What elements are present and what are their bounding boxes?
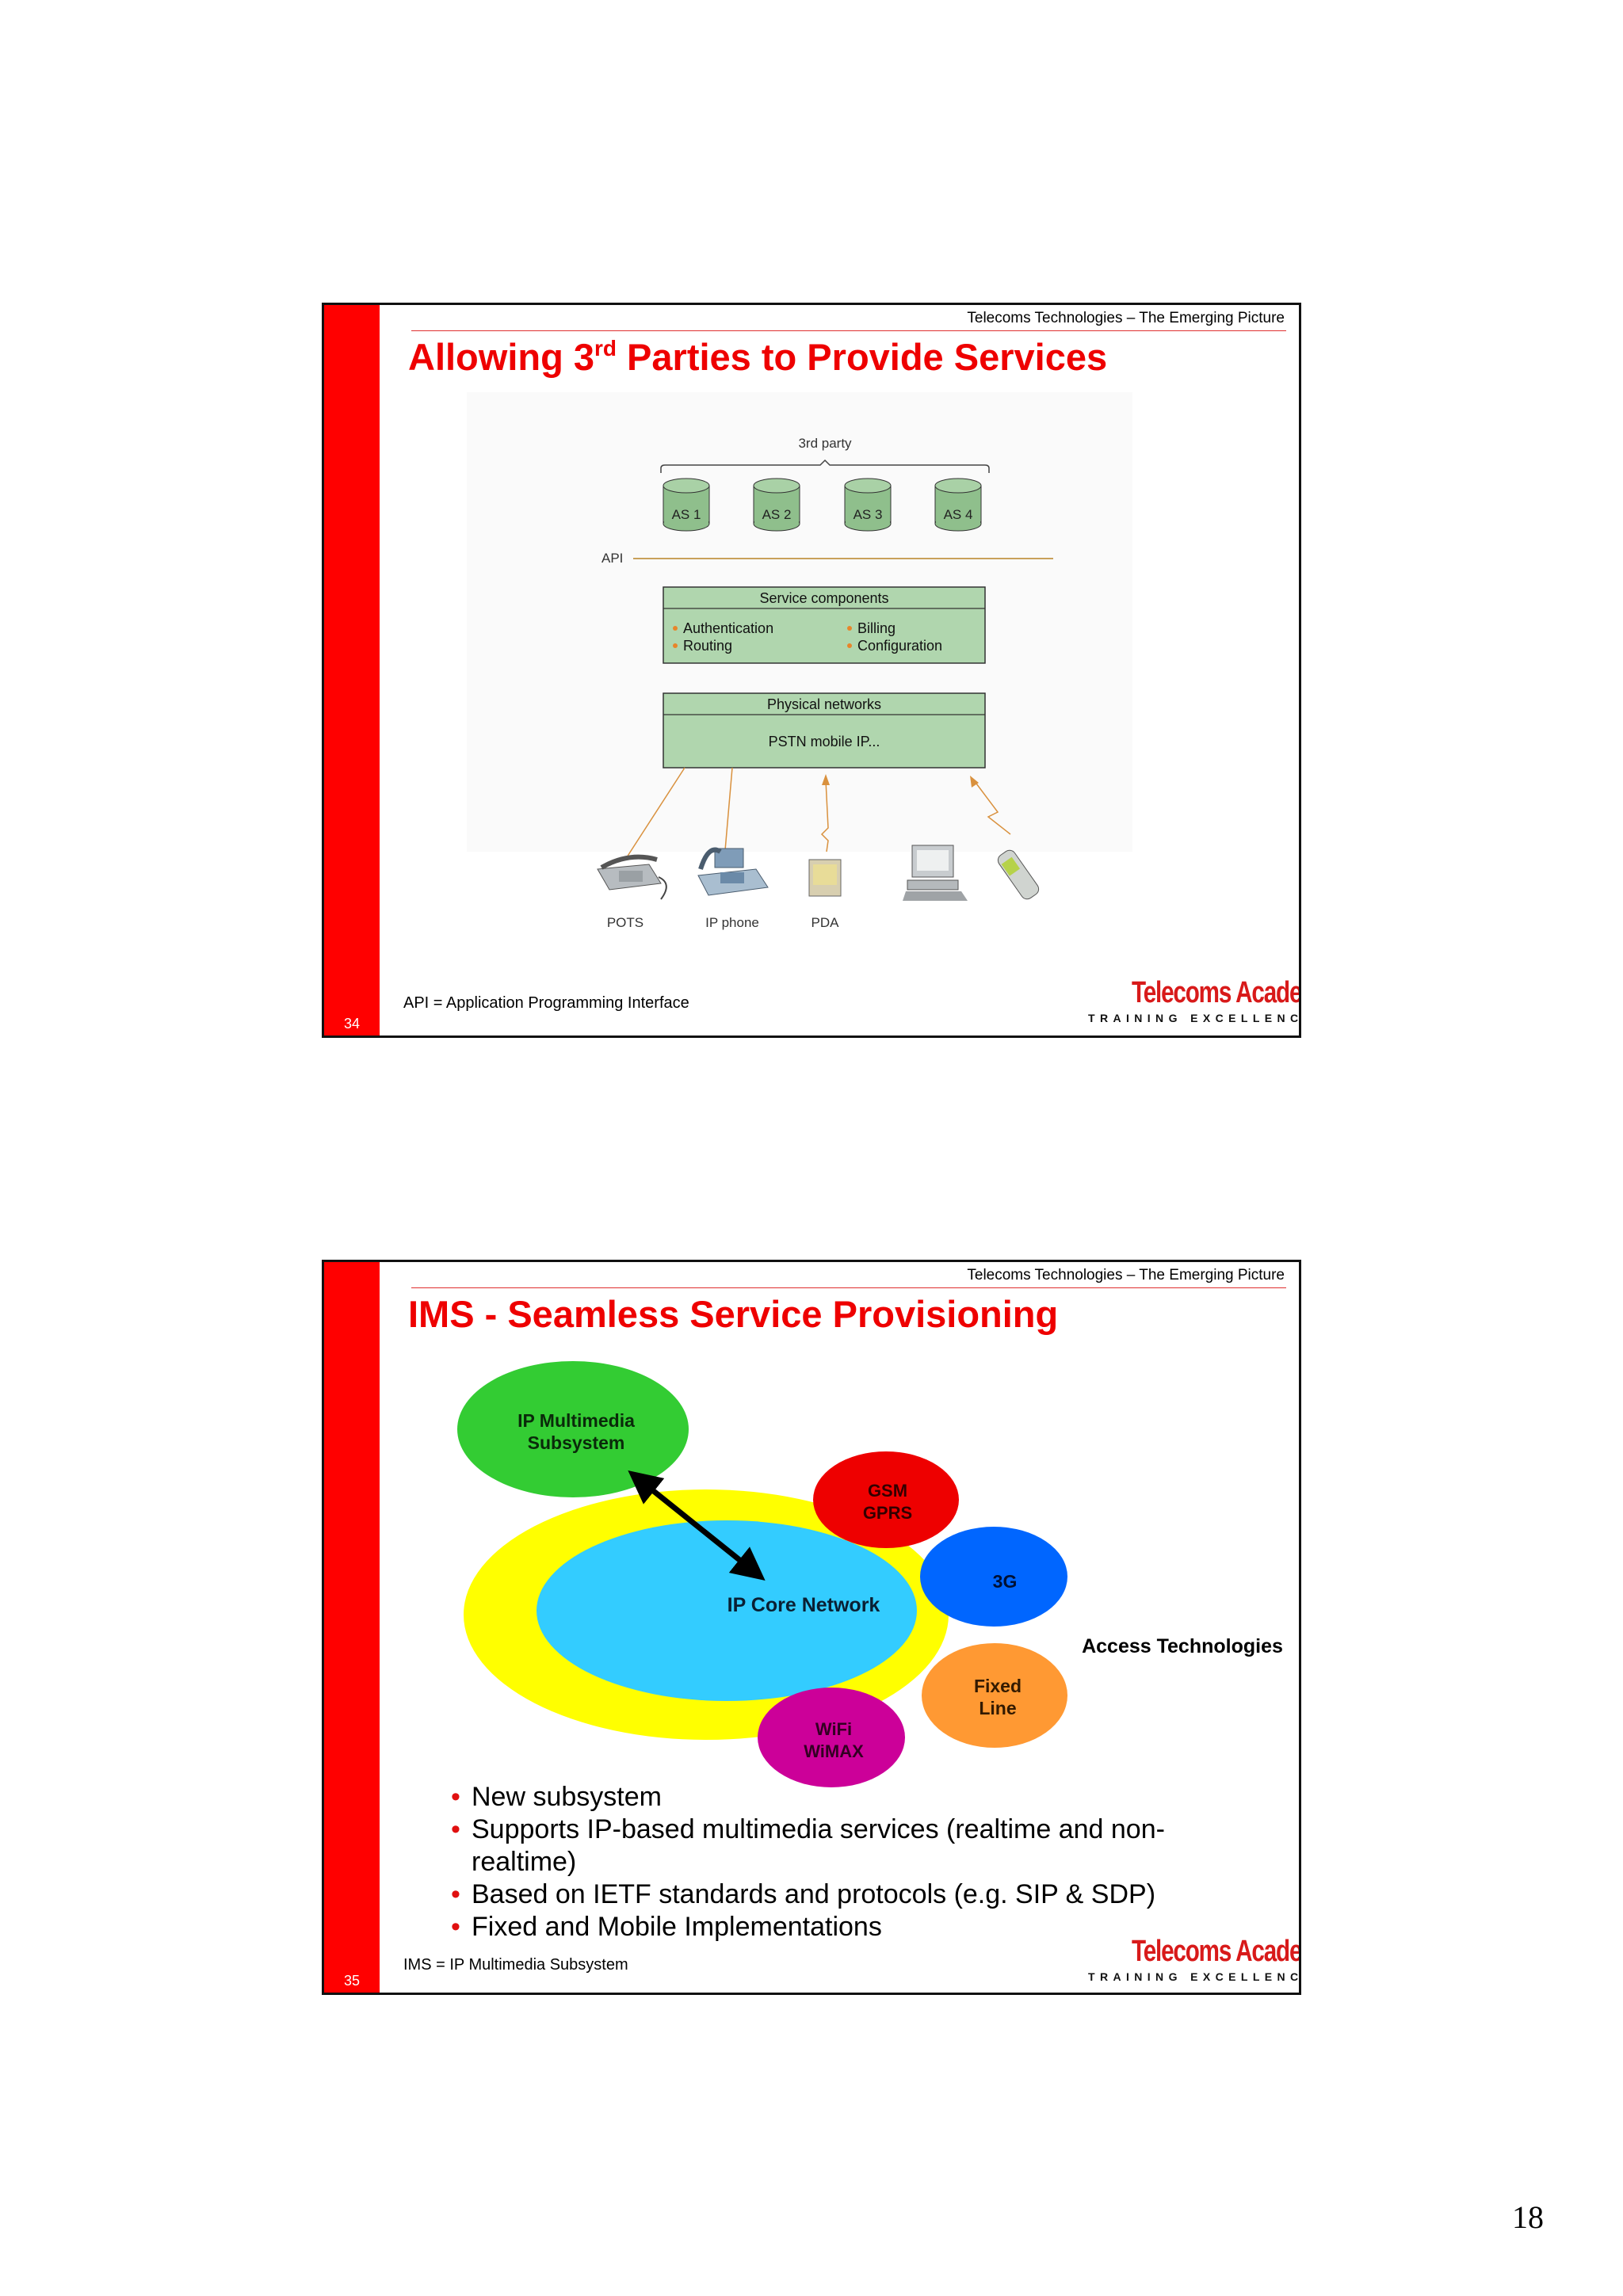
ip-phone-link	[724, 767, 733, 860]
ip-core-label: IP Core Network	[727, 1594, 880, 1616]
slide-number: 35	[343, 1973, 361, 1989]
server-label: AS 2	[762, 507, 792, 522]
slide-35: 35 Telecoms Technologies – The Emerging …	[322, 1260, 1301, 1995]
slide-number: 34	[343, 1016, 361, 1032]
application-server-cylinder: AS 1	[663, 478, 710, 532]
service-component-item: Billing	[857, 620, 896, 636]
service-components-title: Service components	[759, 590, 888, 606]
desktop-computer-icon	[903, 845, 968, 901]
gsm-label-line2: GPRS	[863, 1503, 912, 1523]
bullet-item: Supports IP-based multimedia services (r…	[451, 1814, 1169, 1878]
bullet-item: Based on IETF standards and protocols (e…	[451, 1878, 1169, 1911]
service-component-item: Routing	[683, 638, 732, 654]
service-component-item: Configuration	[857, 638, 942, 654]
logo-wordmark: Telecoms Academy	[1132, 976, 1301, 1009]
server-label: AS 4	[944, 507, 973, 522]
page-number: 18	[1512, 2199, 1544, 2235]
ims-bullet-list: New subsystem Supports IP-based multimed…	[451, 1781, 1169, 1943]
gsm-label-line1: GSM	[868, 1481, 907, 1501]
application-server-cylinder: AS 2	[753, 478, 800, 532]
ims-core-arrow	[628, 1470, 766, 1581]
service-component-item: Authentication	[683, 620, 773, 636]
slide-red-sidebar	[324, 1262, 380, 1993]
device-label: POTS	[607, 915, 643, 930]
fixed-label-line1: Fixed	[974, 1676, 1022, 1696]
api-label: API	[601, 551, 623, 566]
wifi-label-line1: WiFi	[815, 1719, 852, 1739]
ims-label-line1: IP Multimedia	[517, 1410, 635, 1431]
mobile-phone-icon	[997, 849, 1040, 900]
access-technologies-label: Access Technologies	[1082, 1635, 1283, 1657]
gsm-gprs-node	[813, 1451, 959, 1548]
server-label: AS 1	[672, 507, 701, 522]
server-label: AS 3	[854, 507, 883, 522]
header-divider	[411, 1287, 1286, 1288]
logo-tagline: TRAINING EXCELLENCE	[1088, 1970, 1301, 1983]
slide-red-sidebar	[324, 305, 380, 1035]
wifi-wimax-node	[758, 1688, 905, 1787]
application-server-cylinder: AS 3	[844, 478, 892, 532]
title-superscript: rd	[594, 336, 617, 360]
service-components-box	[663, 586, 986, 664]
slide-footnote: API = Application Programming Interface	[403, 994, 689, 1012]
device-label: IP phone	[705, 915, 759, 930]
3g-label: 3G	[993, 1571, 1018, 1592]
fixed-label-line2: Line	[979, 1698, 1016, 1718]
physical-networks-box	[663, 692, 986, 769]
logo-tagline: TRAINING EXCELLENCE	[1088, 1012, 1301, 1024]
bullet-item: Fixed and Mobile Implementations	[451, 1911, 1169, 1943]
title-part-1: Allowing 3	[408, 336, 594, 378]
logo-wordmark: Telecoms Academy	[1132, 1935, 1301, 1968]
slide-footnote: IMS = IP Multimedia Subsystem	[403, 1956, 628, 1974]
device-label: PDA	[812, 915, 840, 930]
pots-telephone-icon	[597, 854, 667, 900]
ims-label-line2: Subsystem	[528, 1432, 625, 1453]
physical-networks-body: PSTN mobile IP...	[769, 734, 880, 749]
slide-header: Telecoms Technologies – The Emerging Pic…	[967, 310, 1285, 326]
slide-title: Allowing 3rd Parties to Provide Services	[408, 335, 1107, 379]
slide-34: 34 Telecoms Technologies – The Emerging …	[322, 303, 1301, 1038]
title-part-2: Parties to Provide Services	[617, 336, 1108, 378]
ims-diagram: IP Core Network IP Multimedia Subsystem …	[457, 1361, 1283, 1787]
mobile-wireless-link	[973, 780, 1011, 835]
bullet-item: New subsystem	[451, 1781, 1169, 1814]
wifi-label-line2: WiMAX	[804, 1741, 864, 1761]
pda-wireless-link	[820, 780, 829, 852]
pots-link	[624, 767, 685, 860]
pda-icon	[808, 859, 842, 897]
telecoms-academy-logo: Telecoms Academy TRAINING EXCELLENCE	[1088, 976, 1301, 1024]
fixed-line-node	[922, 1643, 1067, 1748]
ims-node	[457, 1361, 689, 1497]
third-party-label: 3rd party	[798, 436, 852, 451]
ip-phone-icon	[697, 847, 769, 896]
3g-node	[920, 1527, 1067, 1627]
slide-header: Telecoms Technologies – The Emerging Pic…	[967, 1267, 1285, 1283]
header-divider	[411, 330, 1286, 331]
telecoms-academy-logo: Telecoms Academy TRAINING EXCELLENCE	[1088, 1935, 1301, 1983]
slide-title: IMS - Seamless Service Provisioning	[408, 1293, 1059, 1335]
third-party-brace	[660, 459, 990, 473]
application-server-cylinder: AS 4	[934, 478, 982, 532]
physical-networks-title: Physical networks	[767, 696, 881, 712]
third-party-services-diagram: 3rd party AS 1 AS 2 AS 3	[467, 392, 1132, 930]
